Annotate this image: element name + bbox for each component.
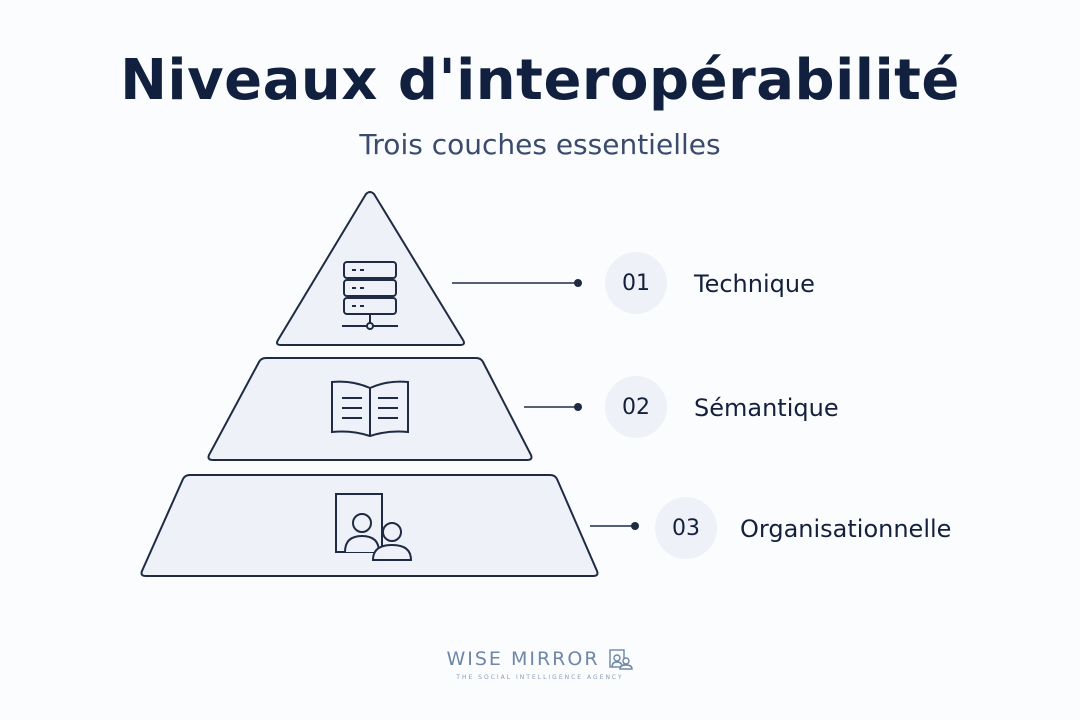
connector-02 xyxy=(524,403,582,411)
level-number-badge: 03 xyxy=(655,497,717,559)
page-subtitle: Trois couches essentielles xyxy=(359,128,721,161)
page-title: Niveaux d'interopérabilité xyxy=(120,48,960,113)
pyramid-layer-semantique xyxy=(207,357,533,461)
people-icon xyxy=(335,493,413,561)
level-number-badge: 01 xyxy=(605,252,667,314)
brand-name: WISE MIRROR xyxy=(446,648,600,670)
pyramid-layer-technique xyxy=(276,191,465,346)
book-icon xyxy=(331,380,409,438)
connector-01 xyxy=(452,279,582,287)
brand-logo: WISE MIRROR THE SOCIAL INTELLIGENCE AGEN… xyxy=(0,648,1080,681)
level-label-technique: Technique xyxy=(694,270,815,298)
people-frame-icon xyxy=(608,649,633,670)
level-number-badge: 02 xyxy=(605,376,667,438)
pyramid-layer-organisationnelle xyxy=(140,474,599,577)
server-icon xyxy=(342,261,398,330)
brand-tagline: THE SOCIAL INTELLIGENCE AGENCY xyxy=(456,674,624,681)
connector-03 xyxy=(590,522,639,530)
level-label-semantique: Sémantique xyxy=(694,394,839,422)
level-label-organisationnelle: Organisationnelle xyxy=(740,515,952,543)
